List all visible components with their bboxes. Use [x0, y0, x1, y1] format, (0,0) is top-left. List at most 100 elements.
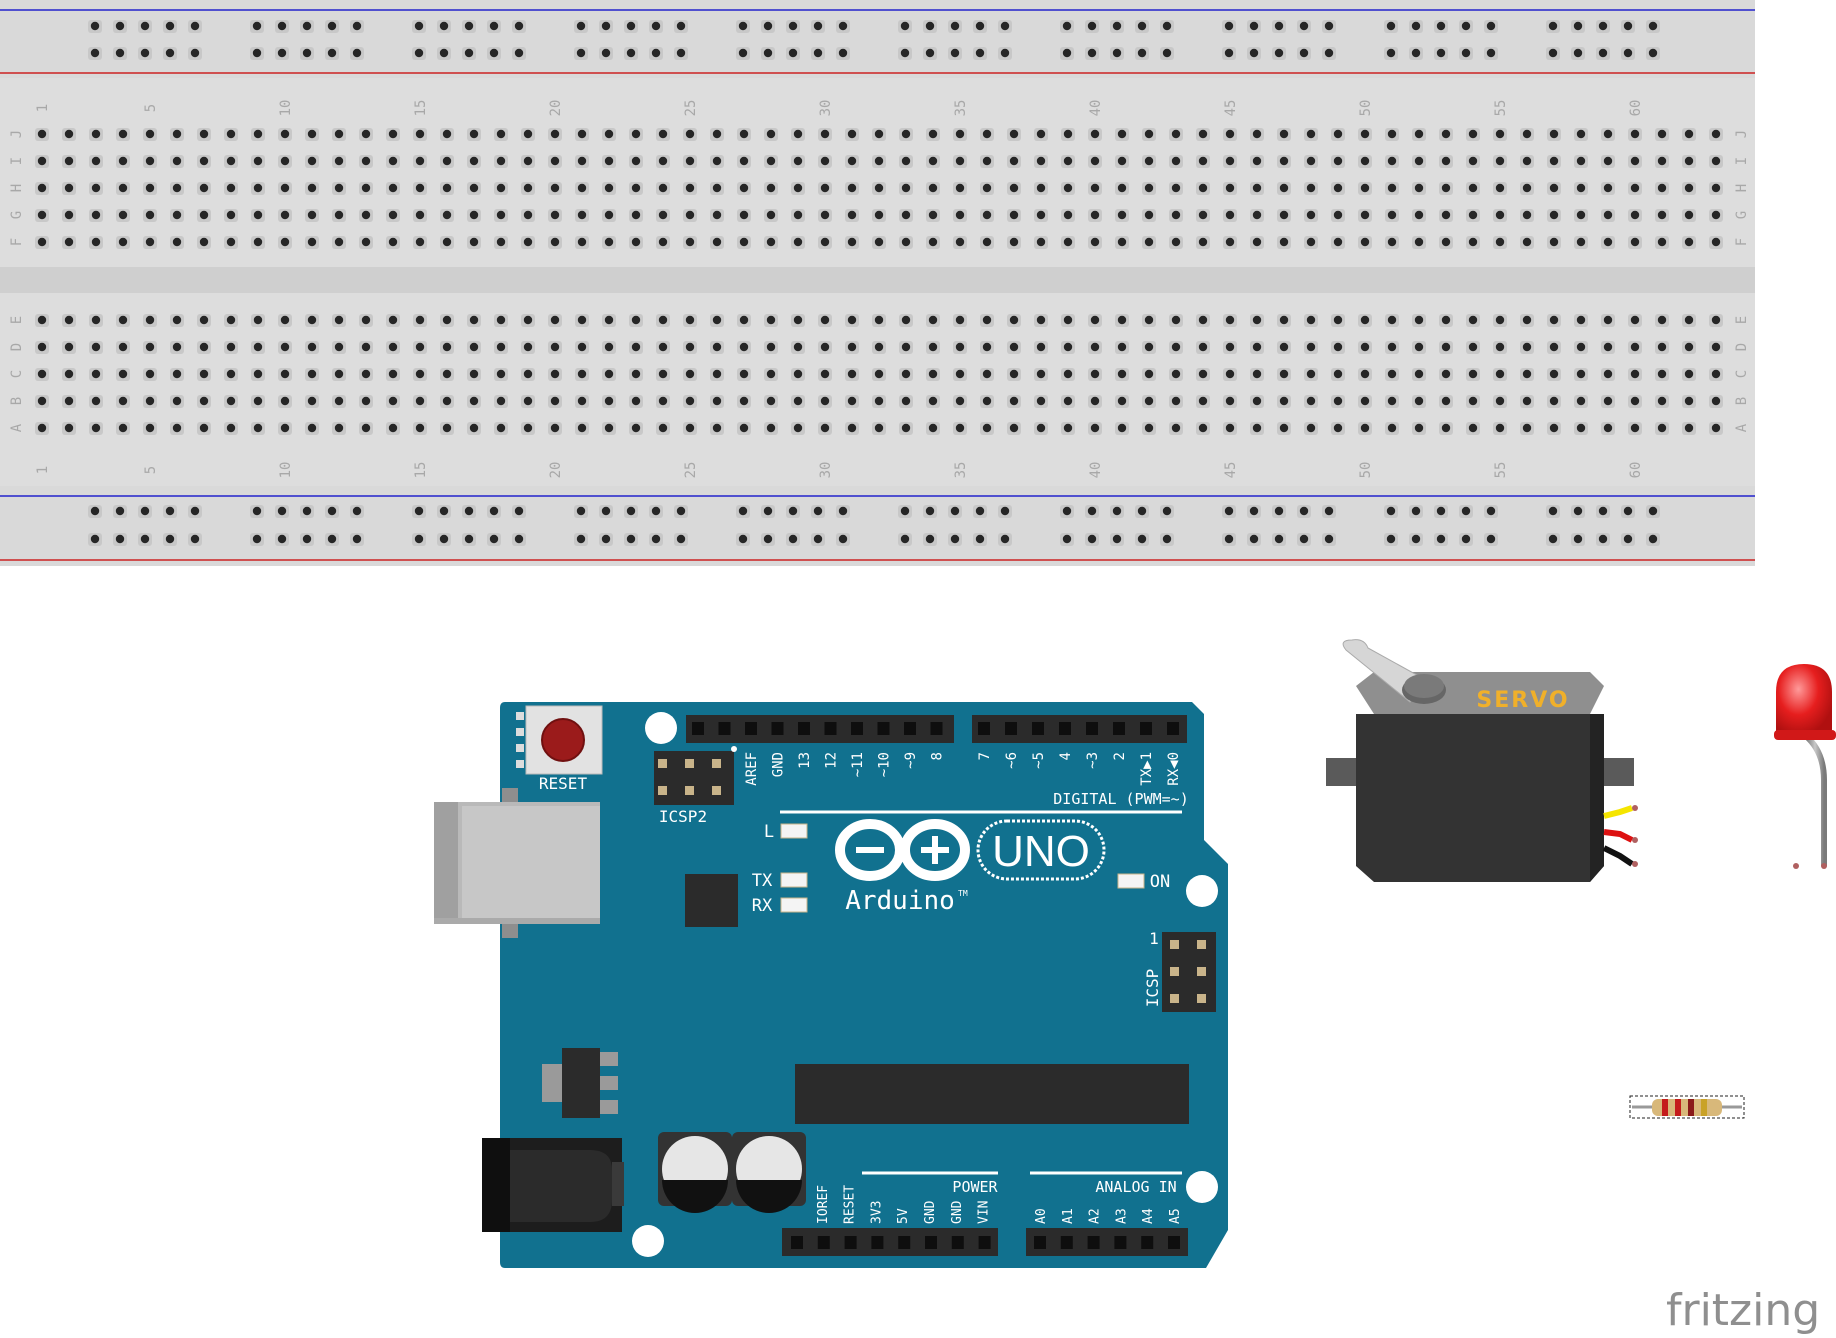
breadboard-hole[interactable]: [199, 342, 209, 352]
breadboard-hole[interactable]: [388, 315, 398, 325]
breadboard-hole[interactable]: [388, 423, 398, 433]
breadboard-hole[interactable]: [1162, 48, 1172, 58]
breadboard-hole[interactable]: [1225, 237, 1235, 247]
breadboard-hole[interactable]: [415, 342, 425, 352]
breadboard-hole[interactable]: [651, 506, 661, 516]
breadboard-hole[interactable]: [165, 506, 175, 516]
breadboard-hole[interactable]: [1117, 237, 1127, 247]
breadboard-hole[interactable]: [982, 183, 992, 193]
breadboard-hole[interactable]: [604, 210, 614, 220]
breadboard-hole[interactable]: [1171, 237, 1181, 247]
breadboard-hole[interactable]: [1198, 369, 1208, 379]
breadboard-hole[interactable]: [658, 210, 668, 220]
breadboard-hole[interactable]: [1441, 237, 1451, 247]
breadboard-hole[interactable]: [1063, 210, 1073, 220]
breadboard-hole[interactable]: [1387, 210, 1397, 220]
breadboard-hole[interactable]: [388, 369, 398, 379]
breadboard-hole[interactable]: [1036, 129, 1046, 139]
breadboard-hole[interactable]: [1198, 423, 1208, 433]
breadboard-hole[interactable]: [550, 396, 560, 406]
breadboard-hole[interactable]: [550, 369, 560, 379]
breadboard-hole[interactable]: [1387, 423, 1397, 433]
breadboard-hole[interactable]: [763, 506, 773, 516]
breadboard-hole[interactable]: [1063, 342, 1073, 352]
breadboard-hole[interactable]: [1063, 396, 1073, 406]
breadboard-hole[interactable]: [414, 534, 424, 544]
breadboard-hole[interactable]: [1225, 342, 1235, 352]
breadboard-hole[interactable]: [496, 183, 506, 193]
breadboard-hole[interactable]: [64, 342, 74, 352]
breadboard-hole[interactable]: [1436, 21, 1446, 31]
breadboard-hole[interactable]: [982, 210, 992, 220]
breadboard-hole[interactable]: [1009, 156, 1019, 166]
breadboard-hole[interactable]: [334, 210, 344, 220]
breadboard-hole[interactable]: [975, 21, 985, 31]
breadboard-hole[interactable]: [523, 237, 533, 247]
breadboard-hole[interactable]: [1468, 156, 1478, 166]
breadboard-hole[interactable]: [1486, 48, 1496, 58]
breadboard-hole[interactable]: [1623, 506, 1633, 516]
breadboard-hole[interactable]: [302, 506, 312, 516]
breadboard-hole[interactable]: [1495, 210, 1505, 220]
breadboard-hole[interactable]: [226, 183, 236, 193]
breadboard-hole[interactable]: [145, 423, 155, 433]
breadboard-hole[interactable]: [523, 369, 533, 379]
pin-socket[interactable]: [904, 722, 916, 735]
breadboard-hole[interactable]: [1171, 156, 1181, 166]
breadboard-hole[interactable]: [847, 396, 857, 406]
breadboard-hole[interactable]: [925, 48, 935, 58]
breadboard-hole[interactable]: [820, 369, 830, 379]
breadboard-hole[interactable]: [658, 369, 668, 379]
breadboard-hole[interactable]: [1360, 237, 1370, 247]
breadboard-hole[interactable]: [145, 129, 155, 139]
breadboard-hole[interactable]: [253, 315, 263, 325]
breadboard-hole[interactable]: [1548, 48, 1558, 58]
breadboard-hole[interactable]: [874, 342, 884, 352]
breadboard-hole[interactable]: [788, 506, 798, 516]
breadboard-hole[interactable]: [1657, 396, 1667, 406]
breadboard-hole[interactable]: [1279, 210, 1289, 220]
breadboard-hole[interactable]: [334, 423, 344, 433]
breadboard-hole[interactable]: [496, 156, 506, 166]
breadboard-hole[interactable]: [1522, 129, 1532, 139]
breadboard-hole[interactable]: [1299, 48, 1309, 58]
breadboard-hole[interactable]: [604, 315, 614, 325]
breadboard-hole[interactable]: [766, 369, 776, 379]
breadboard-hole[interactable]: [604, 423, 614, 433]
breadboard-hole[interactable]: [1063, 237, 1073, 247]
breadboard-hole[interactable]: [793, 423, 803, 433]
breadboard-hole[interactable]: [334, 396, 344, 406]
breadboard-hole[interactable]: [1468, 396, 1478, 406]
breadboard-hole[interactable]: [550, 129, 560, 139]
breadboard-hole[interactable]: [1171, 423, 1181, 433]
breadboard-hole[interactable]: [1657, 315, 1667, 325]
breadboard-hole[interactable]: [172, 156, 182, 166]
breadboard-hole[interactable]: [1306, 396, 1316, 406]
breadboard-hole[interactable]: [226, 237, 236, 247]
breadboard-hole[interactable]: [199, 423, 209, 433]
breadboard-hole[interactable]: [604, 237, 614, 247]
breadboard-hole[interactable]: [550, 315, 560, 325]
breadboard-hole[interactable]: [523, 396, 533, 406]
breadboard-hole[interactable]: [1144, 183, 1154, 193]
breadboard-hole[interactable]: [1711, 369, 1721, 379]
breadboard-hole[interactable]: [1684, 342, 1694, 352]
breadboard-hole[interactable]: [1576, 369, 1586, 379]
breadboard-hole[interactable]: [1333, 342, 1343, 352]
breadboard-hole[interactable]: [685, 210, 695, 220]
breadboard-hole[interactable]: [469, 237, 479, 247]
breadboard-hole[interactable]: [1657, 423, 1667, 433]
breadboard-hole[interactable]: [1603, 210, 1613, 220]
breadboard-hole[interactable]: [439, 506, 449, 516]
breadboard-hole[interactable]: [685, 423, 695, 433]
breadboard-hole[interactable]: [1461, 48, 1471, 58]
pin-socket[interactable]: [1059, 722, 1071, 735]
breadboard-hole[interactable]: [901, 237, 911, 247]
breadboard-hole[interactable]: [1036, 210, 1046, 220]
breadboard-hole[interactable]: [90, 506, 100, 516]
breadboard-hole[interactable]: [226, 369, 236, 379]
breadboard-hole[interactable]: [91, 369, 101, 379]
breadboard-hole[interactable]: [1573, 506, 1583, 516]
breadboard-hole[interactable]: [1387, 342, 1397, 352]
breadboard-hole[interactable]: [1062, 506, 1072, 516]
